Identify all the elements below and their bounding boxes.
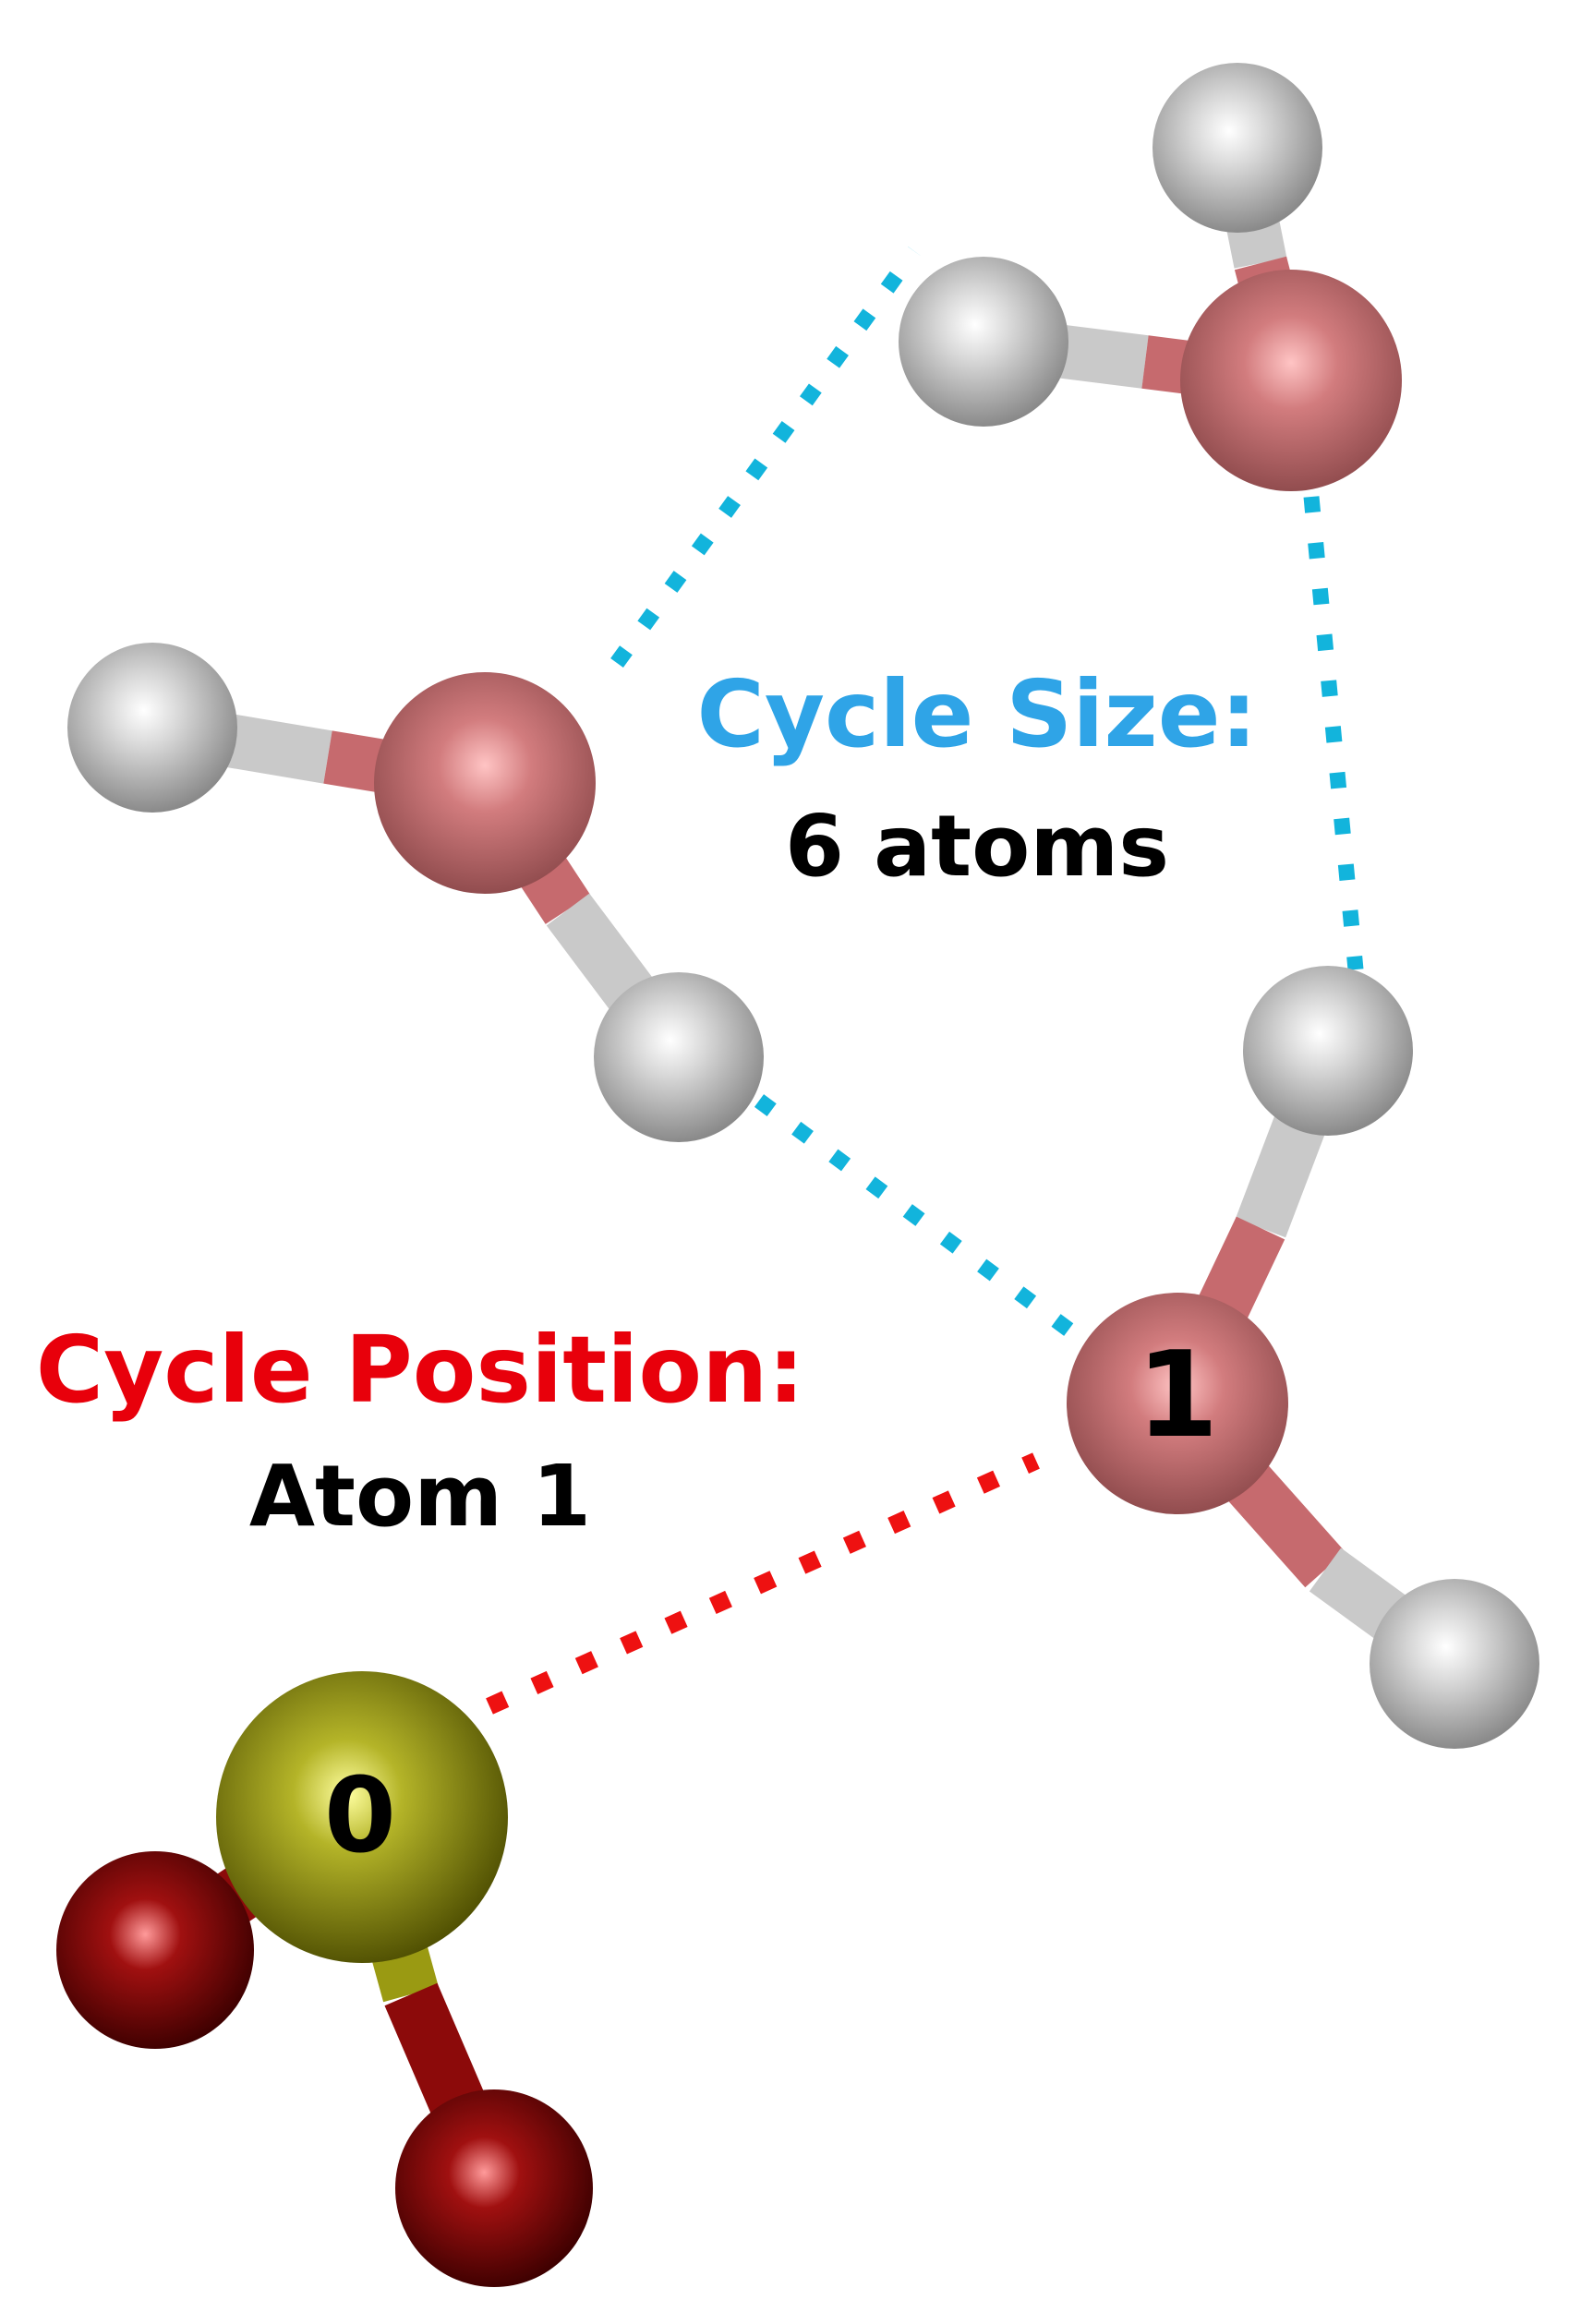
sulfite-anion xyxy=(56,1671,593,2287)
hbond-atom0-to-atom1 xyxy=(486,1452,1040,1715)
oxygen-atom xyxy=(1180,270,1402,491)
hydrogen-atom xyxy=(899,257,1068,427)
oxygen-atom xyxy=(395,2089,593,2287)
oxygen-atom xyxy=(374,672,596,894)
oxygen-atom xyxy=(56,1851,254,2049)
water-molecule-left xyxy=(67,643,764,1142)
cycle-position-label: Cycle Position: xyxy=(36,1316,805,1424)
hydrogen-atom xyxy=(1243,966,1413,1136)
hydrogen-atom xyxy=(1153,63,1322,233)
cycle-size-value: 6 atoms xyxy=(785,797,1169,896)
hydrogen-atom xyxy=(1370,1579,1539,1749)
atom-index-0: 0 xyxy=(324,1756,396,1876)
oxygen-atom-1 xyxy=(1067,1293,1288,1514)
hydrogen-atom xyxy=(67,643,237,813)
hbond-water3-to-water2 xyxy=(1303,496,1364,970)
hbond-ring-lines xyxy=(610,247,1364,1343)
hbond-water1-to-water3 xyxy=(610,247,921,668)
hydrogen-atom xyxy=(594,972,764,1142)
atom-index-1: 1 xyxy=(1136,1327,1218,1464)
hbond-water1-to-atom1 xyxy=(754,1094,1084,1343)
cycle-size-label: Cycle Size: xyxy=(696,660,1257,768)
sulfur-atom-0 xyxy=(216,1671,508,1963)
water-molecule-top xyxy=(899,63,1402,491)
cycle-position-value: Atom 1 xyxy=(249,1447,591,1546)
water-molecule-right xyxy=(1067,966,1539,1749)
